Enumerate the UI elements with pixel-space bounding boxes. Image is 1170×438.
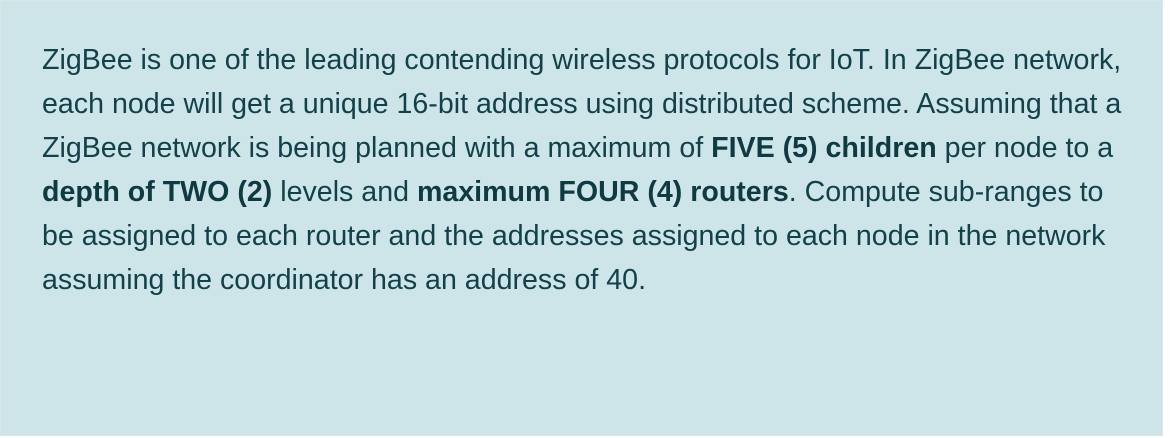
question-text: ZigBee is one of the leading contending … (42, 38, 1127, 302)
question-segment-4: . Compute sub-ranges to be assigned to e… (42, 176, 1106, 296)
question-segment-2: per node to a (936, 132, 1114, 164)
question-segment-1: ZigBee is one of the leading contending … (42, 44, 1122, 164)
bold-max-children: FIVE (5) children (711, 132, 937, 164)
question-segment-3: levels and (272, 176, 417, 208)
bold-depth: depth of TWO (2) (42, 176, 273, 208)
bold-max-routers: maximum FOUR (4) routers (416, 176, 789, 208)
